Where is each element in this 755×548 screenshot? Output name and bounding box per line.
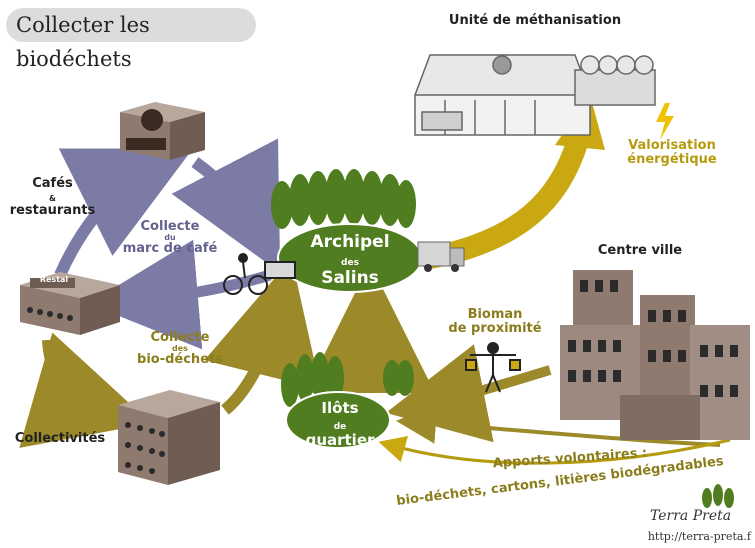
label-centre-ville: Centre ville [597,243,683,258]
ilots-ellipse [285,391,391,449]
methanisation-plant [414,54,656,136]
label-collecte-marc-du: du [164,232,176,242]
label-archipel-des: des [341,257,359,268]
label-valorisation-2: énergétique [627,151,717,167]
label-ilots-2: quartier [305,430,375,449]
label-collecte-marc-1: Collecte [140,219,200,234]
archipel-trees [271,169,416,229]
cafe-building [120,102,205,160]
label-archipel-2: Salins [321,267,379,288]
label-valorisation-1: Valorisation [628,138,716,153]
label-cafes: Cafés [32,176,73,191]
arrow-cafe-to-archipel [171,138,281,273]
lightning-bolt-icon [656,103,674,140]
label-collecte-bio-des: des [172,343,188,353]
label-cafes-restaurants: Cafés & restaurants [5,177,100,218]
brand-logo-icon [702,484,734,508]
arrow-restaurant-to-collectivites [19,332,152,448]
label-collecte-bio-1: Collecte [150,330,210,345]
label-methanisation: Unité de méthanisation [448,13,622,28]
label-ilots: Ilôts de quartier [295,399,385,449]
brand-name: Terra Preta [650,508,732,524]
cyclist-icon [223,253,296,295]
restaurant-building [20,272,120,335]
label-collecte-marc-2: marc de café [122,241,218,257]
label-bioman-2: de proximité [448,320,542,336]
page-title: Collecter les biodéchets [6,8,256,71]
label-ilots-1: Ilôts [321,399,359,417]
arrow-bioman-to-ilots [385,344,552,443]
label-bioman: Bioman de proximité [440,308,550,335]
collection-truck-icon [417,241,465,272]
label-cafes-amp: & [49,193,56,203]
label-collecte-bio: Collecte des bio-déchets [125,331,235,367]
label-archipel-1: Archipel [310,232,390,252]
source-url: http://terra-preta.f [647,530,751,543]
label-bioman-1: Bioman [467,307,523,322]
centre-ville-buildings [560,270,750,440]
restaurant-sign: Restal [39,275,69,284]
label-collecte-marc: Collecte du marc de café [115,220,225,256]
arrow-to-methanisation [419,129,589,269]
label-collectivites: Collectivités [14,431,106,446]
label-restaurants: restaurants [9,203,96,219]
label-archipel: Archipel des Salins [290,232,410,288]
label-ilots-de: de [333,421,347,432]
collectivites-building [118,390,220,485]
arrow-collectivites-to-archipel [204,258,321,415]
arrow-restaurant-to-cafe [54,148,193,278]
arrow-centre-to-ilots-thin [396,403,721,447]
label-collecte-bio-2: bio-déchets [137,352,223,368]
label-valorisation: Valorisation énergétique [617,139,727,166]
arrow-apports-curve [378,436,731,465]
ilots-trees [281,352,414,407]
bioman-figure [465,342,521,393]
